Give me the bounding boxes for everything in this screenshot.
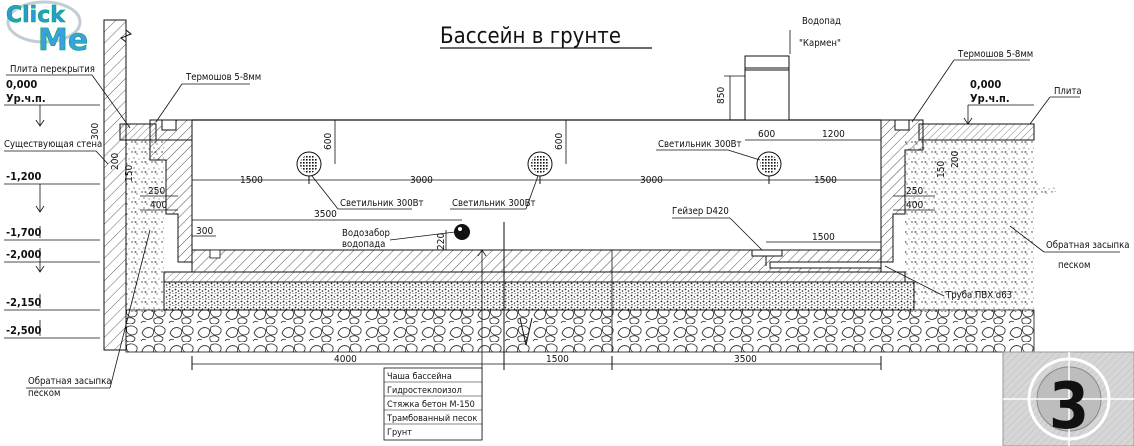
level-1200: -1,200 xyxy=(6,170,42,183)
backfill-right-label-2: песком xyxy=(1058,260,1090,271)
level-mark-right: 0,000 Ур.ч.п. xyxy=(963,78,1034,125)
compacted-sand-layer xyxy=(163,281,915,311)
dim-200-right: 200 xyxy=(950,151,961,168)
level-marks-left: 0,000 Ур.ч.п. Существующая стена -1,200 … xyxy=(4,78,109,339)
ground-layer xyxy=(125,309,1035,353)
badge-number: 3 xyxy=(1049,370,1089,444)
section-break-line xyxy=(503,222,533,360)
dim-220: 220 xyxy=(436,233,447,250)
pool-wall-right xyxy=(880,119,1035,263)
level-2150: -2,150 xyxy=(6,296,42,309)
dim-1500-b: 1500 xyxy=(814,175,837,186)
dim-850: 850 xyxy=(716,87,727,104)
dim-3000-b: 3000 xyxy=(640,175,663,186)
dim-4000: 4000 xyxy=(334,354,357,365)
screed-layer xyxy=(163,271,906,283)
dim-1500-geyser: 1500 xyxy=(812,232,835,243)
logo-text-click: Click xyxy=(6,3,66,28)
dim-1200: 1200 xyxy=(822,129,845,140)
logo-text-me: Me xyxy=(38,23,88,58)
waterfall-label: Водопад xyxy=(802,16,841,27)
waterfall-intake xyxy=(454,224,470,240)
dim-3500-top: 3500 xyxy=(314,209,337,220)
backfill-left xyxy=(126,140,164,312)
dim-250-left: 250 xyxy=(148,186,165,197)
dim-1500-bottom: 1500 xyxy=(546,354,569,365)
dim-400-right: 400 xyxy=(906,200,923,211)
page-title: Бассейн в грунте xyxy=(440,24,621,49)
legend-layer-5: Грунт xyxy=(387,428,412,438)
lamp-right xyxy=(756,151,782,177)
lamp-left xyxy=(296,151,322,177)
page-badge[interactable]: 3 xyxy=(1002,351,1134,446)
waterfall-model-label: "Кармен" xyxy=(799,38,841,49)
legend-layer-1: Чаша бассейна xyxy=(387,371,452,382)
existing-wall-label: Существующая стена xyxy=(4,139,102,150)
dim-600-lamp-1: 600 xyxy=(323,133,334,150)
dim-1500-a: 1500 xyxy=(240,175,263,186)
lamp-mid-left-label: Светильник 300Вт xyxy=(340,198,423,209)
backfill-left-label: Обратная засыпка xyxy=(28,376,112,387)
slab-right-label: Плита xyxy=(1054,86,1082,97)
right-level-value: 0,000 xyxy=(970,78,1001,91)
dim-600-lamp-2: 600 xyxy=(554,133,565,150)
drain-box xyxy=(209,249,221,259)
dim-3000-a: 3000 xyxy=(410,175,433,186)
pipe-label: Труба ПВХ d63 xyxy=(945,290,1012,301)
dim-300-inner: 300 xyxy=(196,226,213,237)
dim-400-left: 400 xyxy=(150,200,167,211)
legend-layer-3: Стяжка бетон М-150 xyxy=(387,399,475,410)
backfill-right xyxy=(905,140,1060,312)
geyser-d420 xyxy=(751,249,882,269)
backfill-right-label: Обратная засыпка xyxy=(1046,240,1130,251)
thermoshov-right-label: Термошов 5-8мм xyxy=(957,49,1033,60)
lamp-middle xyxy=(527,151,553,177)
level-2500: -2,500 xyxy=(6,324,42,337)
legend-layer-2: Гидростеклоизол xyxy=(387,386,462,396)
dim-200-left: 200 xyxy=(110,153,121,170)
dim-150-right: 150 xyxy=(936,161,947,178)
dim-600-top: 600 xyxy=(758,129,775,140)
dim-3500-bottom: 3500 xyxy=(734,354,757,365)
thermoshov-left-label: Термошов 5-8мм xyxy=(185,72,261,83)
lamp-mid-label: Светильник 300Вт xyxy=(452,198,535,209)
dim-300-left: 300 xyxy=(90,123,101,140)
dim-250-right: 250 xyxy=(906,186,923,197)
level-urchp: Ур.ч.п. xyxy=(6,92,46,105)
clickme-logo[interactable]: Click Me xyxy=(6,0,89,58)
layer-legend: Чаша бассейна Гидростеклоизол Стяжка бет… xyxy=(383,367,483,441)
waterfall-karmen xyxy=(744,55,790,121)
intake-label-2: водопада xyxy=(342,239,385,250)
level-0000: 0,000 xyxy=(6,78,37,91)
pool-wall-left xyxy=(119,119,193,263)
lamp-right-label: Светильник 300Вт xyxy=(658,139,741,150)
geyser-label: Гейзер D420 xyxy=(672,206,729,217)
pvc-pipe xyxy=(769,261,882,269)
slab-left-label: Плита перекрытия xyxy=(10,64,95,75)
backfill-left-label-2: песком xyxy=(28,388,60,399)
intake-label: Водозабор xyxy=(342,228,390,239)
level-1700: -1,700 xyxy=(6,226,42,239)
level-2000: -2,000 xyxy=(6,248,42,261)
right-level-label: Ур.ч.п. xyxy=(970,92,1010,105)
dim-150-left: 150 xyxy=(124,165,135,182)
legend-layer-4: Трамбованный песок xyxy=(386,413,477,424)
